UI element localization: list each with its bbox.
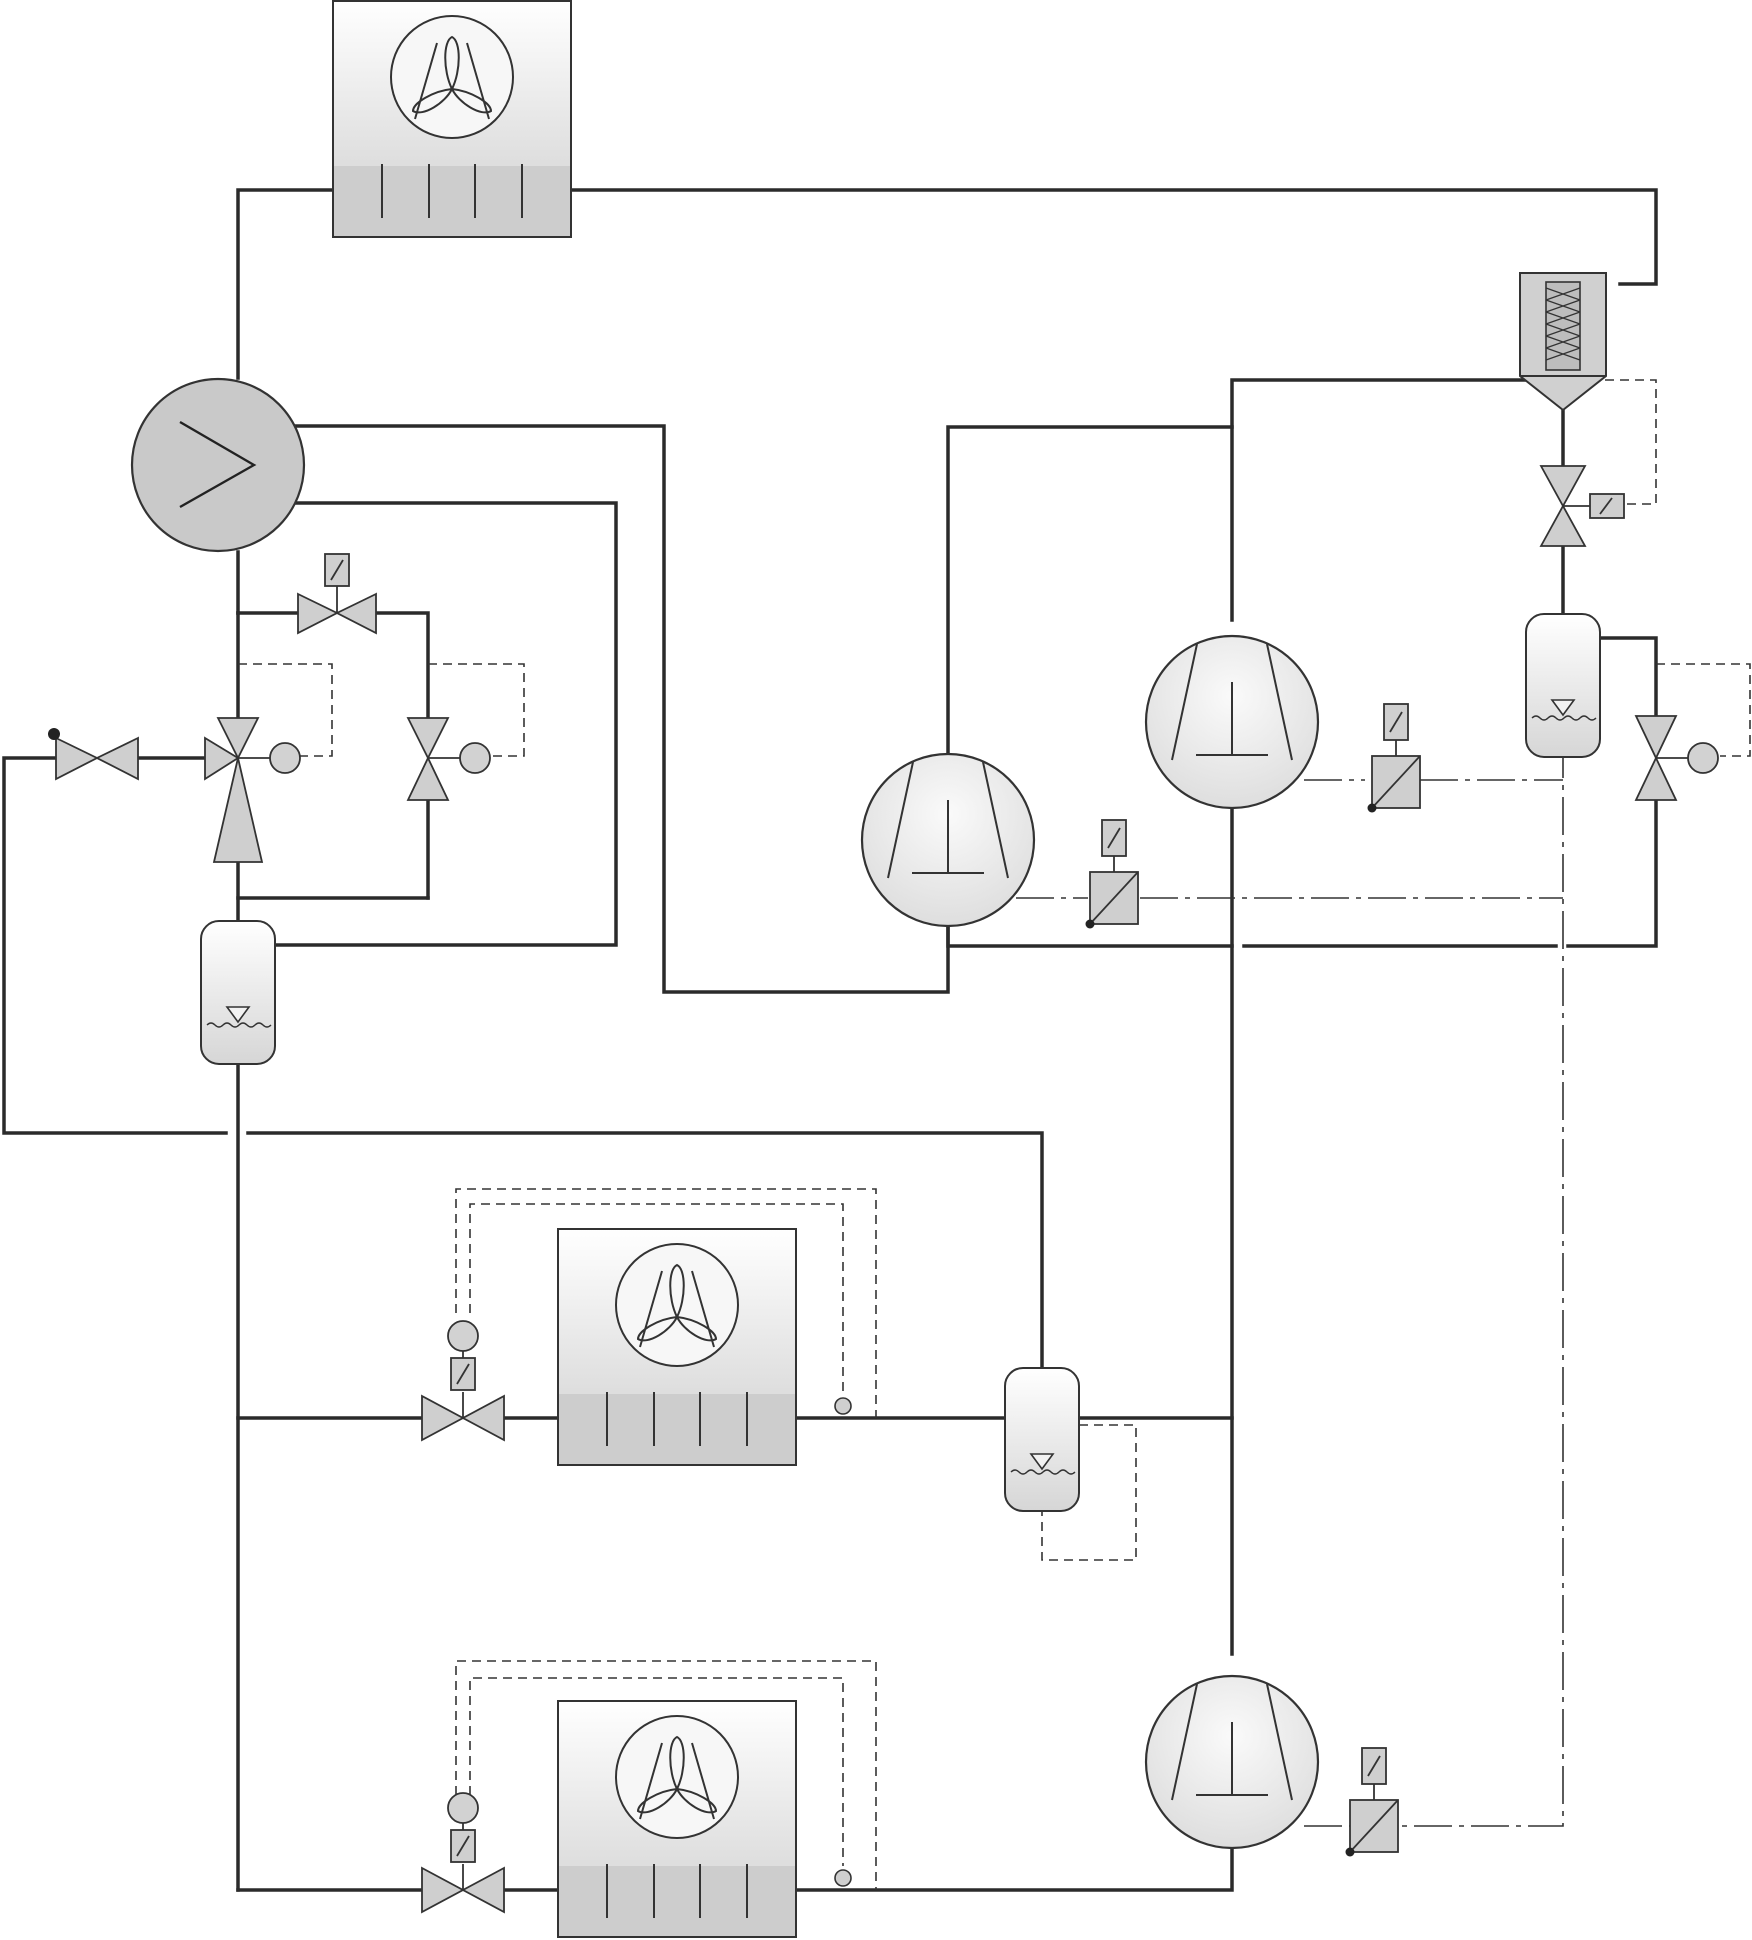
compressor-middle: [860, 752, 1036, 928]
electronic-valve-lower: [1344, 1747, 1399, 1858]
refrigerant-piping: [2, 188, 1658, 1892]
three-way-valve: [204, 717, 301, 863]
electronic-valve-middle: [1084, 819, 1139, 930]
liquid-receiver-middle: [1004, 1367, 1080, 1512]
evaporator-unit-2: [557, 1700, 797, 1938]
shut-off-valve: [48, 728, 139, 781]
sensor-bulb-1: [834, 1397, 852, 1415]
compressor-upper: [1144, 634, 1320, 810]
condenser-fan-unit: [332, 0, 572, 238]
control-signal-lines: [238, 379, 1751, 1890]
heat-exchanger-icon: [130, 377, 306, 553]
sensor-bulb-2: [834, 1869, 852, 1887]
pressure-valve-left: [406, 717, 491, 801]
evaporator-unit-1: [557, 1228, 797, 1466]
liquid-receiver-left: [200, 920, 276, 1065]
solenoid-valve-right: [1539, 465, 1625, 547]
compressor-lower: [1144, 1674, 1320, 1850]
solenoid-valve-upper: [297, 553, 377, 635]
oil-separator: [1519, 272, 1607, 412]
expansion-valve-2: [421, 1792, 505, 1914]
pressure-valve-right: [1634, 715, 1719, 801]
electronic-valve-upper: [1366, 703, 1421, 814]
liquid-receiver-right: [1525, 613, 1601, 758]
expansion-valve-1: [421, 1320, 505, 1442]
